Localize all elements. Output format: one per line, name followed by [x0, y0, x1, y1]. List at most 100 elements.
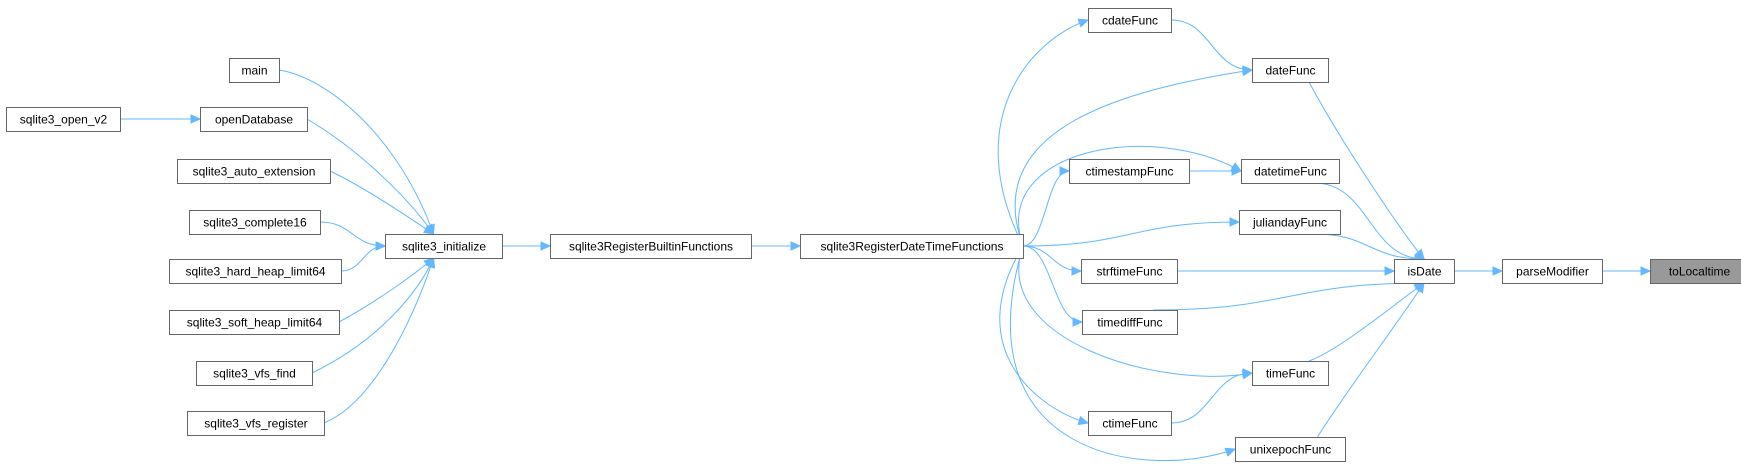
node-sqlite3RegisterDateTimeFunctions[interactable]: sqlite3RegisterDateTimeFunctions [800, 234, 1024, 259]
edge-datetimeFunc-to-isDate [1314, 182, 1425, 260]
node-datetimeFunc[interactable]: datetimeFunc [1241, 159, 1340, 184]
node-label-sqlite3_open_v2: sqlite3_open_v2 [20, 113, 108, 127]
node-box-dateFunc [1252, 58, 1329, 83]
node-ctimestampFunc[interactable]: ctimestampFunc [1069, 159, 1190, 184]
node-label-sqlite3_complete16: sqlite3_complete16 [203, 216, 307, 230]
arrowhead-sqlite3_hard_heap_limit64-to-sqlite3_initialize [375, 241, 387, 251]
edge-sqlite3RegisterDateTimeFunctions-to-dateFunc [1014, 69, 1253, 247]
node-box-isDate [1394, 259, 1455, 284]
node-label-sqlite3_auto_extension: sqlite3_auto_extension [193, 165, 316, 179]
node-box-juliandayFunc [1239, 210, 1341, 235]
node-box-ctimestampFunc [1069, 159, 1190, 184]
edge-timediffFunc-to-isDate [1153, 282, 1425, 311]
edge-sqlite3_hard_heap_limit64-to-sqlite3_initialize [340, 245, 386, 272]
node-timediffFunc[interactable]: timediffFunc [1082, 310, 1178, 335]
node-box-sqlite3RegisterDateTimeFunctions [800, 234, 1024, 259]
node-sqlite3_vfs_register[interactable]: sqlite3_vfs_register [187, 411, 325, 436]
node-sqlite3_hard_heap_limit64[interactable]: sqlite3_hard_heap_limit64 [169, 259, 342, 284]
edge-ctimeFunc-to-timeFunc [1170, 372, 1253, 424]
node-openDatabase[interactable]: openDatabase [200, 107, 308, 132]
arrowhead-sqlite3_vfs_register-to-sqlite3_initialize [426, 256, 436, 269]
arrowhead-sqlite3RegisterDateTimeFunctions-to-juliandayFunc [1229, 217, 1241, 227]
node-box-cdateFunc [1088, 8, 1172, 33]
node-label-parseModifier: parseModifier [1516, 265, 1589, 279]
arrowhead-sqlite3_initialize-to-sqlite3RegisterBuiltinFunctions [540, 241, 552, 251]
arrowhead-unixepochFunc-to-isDate [1414, 281, 1425, 294]
edge-sqlite3RegisterDateTimeFunctions-to-cdateFunc [997, 19, 1089, 247]
arrowhead-sqlite3RegisterDateTimeFunctions-to-dateFunc [1241, 66, 1254, 77]
node-box-ctimeFunc [1088, 411, 1172, 436]
node-sqlite3_vfs_find[interactable]: sqlite3_vfs_find [196, 361, 313, 386]
edge-sqlite3RegisterDateTimeFunctions-to-datetimeFunc [1018, 146, 1242, 247]
node-label-openDatabase: openDatabase [215, 113, 293, 127]
node-isDate[interactable]: isDate [1394, 259, 1455, 284]
edge-sqlite3RegisterDateTimeFunctions-to-ctimeFunc [999, 245, 1089, 424]
edge-timeFunc-to-isDate [1308, 282, 1425, 362]
arrowhead-sqlite3RegisterDateTimeFunctions-to-timediffFunc [1072, 317, 1084, 327]
node-box-sqlite3_soft_heap_limit64 [169, 310, 340, 335]
node-label-sqlite3_hard_heap_limit64: sqlite3_hard_heap_limit64 [185, 265, 325, 279]
node-label-timediffFunc: timediffFunc [1097, 316, 1162, 330]
node-juliandayFunc[interactable]: juliandayFunc [1239, 210, 1341, 235]
edge-sqlite3_vfs_register-to-sqlite3_initialize [323, 257, 434, 424]
node-main[interactable]: main [229, 58, 280, 83]
arrowhead-sqlite3RegisterDateTimeFunctions-to-ctimeFunc [1077, 415, 1090, 426]
node-label-toLocaltime: toLocaltime [1669, 265, 1731, 279]
edge-sqlite3RegisterDateTimeFunctions-to-ctimestampFunc [1022, 170, 1070, 247]
node-box-openDatabase [200, 107, 308, 132]
edge-sqlite3_auto_extension-to-sqlite3_initialize [329, 170, 434, 235]
arrowhead-sqlite3RegisterDateTimeFunctions-to-datetimeFunc [1230, 162, 1243, 172]
node-dateFunc[interactable]: dateFunc [1252, 58, 1329, 83]
arrowhead-sqlite3_open_v2-to-openDatabase [190, 114, 202, 124]
node-box-sqlite3_auto_extension [177, 159, 331, 184]
node-label-sqlite3_vfs_find: sqlite3_vfs_find [213, 367, 296, 381]
node-unixepochFunc[interactable]: unixepochFunc [1235, 437, 1346, 462]
node-label-datetimeFunc: datetimeFunc [1254, 165, 1327, 179]
node-sqlite3_complete16[interactable]: sqlite3_complete16 [189, 210, 321, 235]
node-box-sqlite3_vfs_find [196, 361, 313, 386]
node-timeFunc[interactable]: timeFunc [1252, 361, 1329, 386]
node-ctimeFunc[interactable]: ctimeFunc [1088, 411, 1172, 436]
node-box-sqlite3_hard_heap_limit64 [169, 259, 342, 284]
node-label-sqlite3_initialize: sqlite3_initialize [402, 240, 486, 254]
node-strftimeFunc[interactable]: strftimeFunc [1081, 259, 1178, 284]
node-box-toLocaltime [1650, 259, 1741, 284]
call-graph-nodes: toLocaltime parseModifier isDate cdateFunc d… [6, 8, 1741, 462]
arrowhead-sqlite3RegisterDateTimeFunctions-to-timeFunc [1241, 370, 1254, 380]
node-sqlite3_soft_heap_limit64[interactable]: sqlite3_soft_heap_limit64 [169, 310, 340, 335]
node-box-sqlite3_initialize [385, 234, 503, 259]
node-label-sqlite3_soft_heap_limit64: sqlite3_soft_heap_limit64 [187, 316, 323, 330]
node-parseModifier[interactable]: parseModifier [1502, 259, 1603, 284]
node-label-isDate: isDate [1407, 265, 1441, 279]
edge-openDatabase-to-sqlite3_initialize [306, 118, 434, 235]
arrowhead-strftimeFunc-to-isDate [1384, 266, 1396, 276]
arrowhead-isDate-to-parseModifier [1492, 266, 1504, 276]
node-sqlite3_open_v2[interactable]: sqlite3_open_v2 [6, 107, 121, 132]
edge-sqlite3RegisterDateTimeFunctions-to-timeFunc [1018, 245, 1253, 377]
edge-unixepochFunc-to-isDate [1317, 282, 1425, 438]
node-label-timeFunc: timeFunc [1266, 367, 1315, 381]
node-box-strftimeFunc [1081, 259, 1178, 284]
edge-sqlite3_vfs_find-to-sqlite3_initialize [311, 257, 434, 374]
arrowhead-parseModifier-to-toLocaltime [1640, 266, 1652, 276]
node-box-sqlite3RegisterBuiltinFunctions [550, 234, 752, 259]
node-label-unixepochFunc: unixepochFunc [1250, 443, 1331, 457]
arrowhead-sqlite3_auto_extension-to-sqlite3_initialize [422, 224, 435, 235]
node-sqlite3_initialize[interactable]: sqlite3_initialize [385, 234, 503, 259]
node-sqlite3_auto_extension[interactable]: sqlite3_auto_extension [177, 159, 331, 184]
node-label-sqlite3_vfs_register: sqlite3_vfs_register [204, 417, 307, 431]
arrowhead-sqlite3RegisterDateTimeFunctions-to-cdateFunc [1077, 18, 1090, 28]
node-cdateFunc[interactable]: cdateFunc [1088, 8, 1172, 33]
node-label-ctimestampFunc: ctimestampFunc [1085, 165, 1173, 179]
arrowhead-sqlite3RegisterDateTimeFunctions-to-ctimestampFunc [1059, 166, 1071, 176]
node-label-sqlite3RegisterDateTimeFunctions: sqlite3RegisterDateTimeFunctions [821, 240, 1004, 254]
node-sqlite3RegisterBuiltinFunctions[interactable]: sqlite3RegisterBuiltinFunctions [550, 234, 752, 259]
node-box-datetimeFunc [1241, 159, 1340, 184]
node-label-juliandayFunc: juliandayFunc [1252, 216, 1327, 230]
node-toLocaltime[interactable]: toLocaltime [1650, 259, 1741, 284]
edge-main-to-sqlite3_initialize [278, 69, 434, 235]
node-label-main: main [241, 64, 267, 78]
edge-sqlite3RegisterDateTimeFunctions-to-juliandayFunc [1022, 221, 1240, 247]
node-label-ctimeFunc: ctimeFunc [1102, 417, 1157, 431]
